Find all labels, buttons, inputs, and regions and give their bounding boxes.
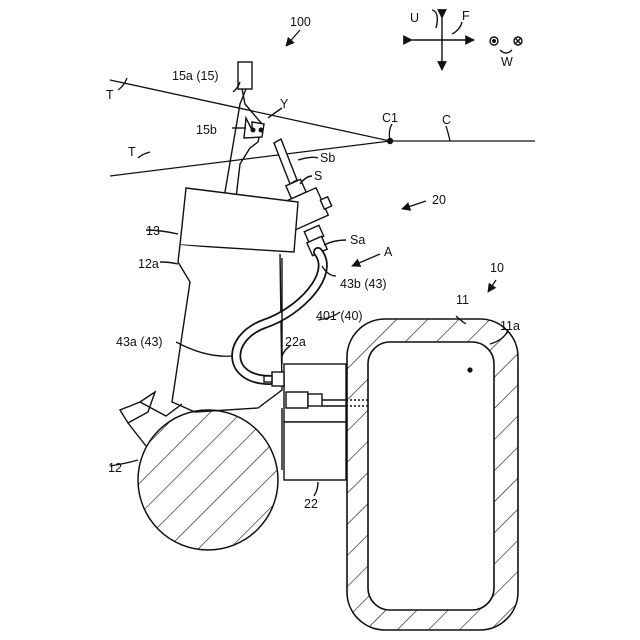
label-part-12: 12 xyxy=(108,461,122,475)
label-axis-c: C xyxy=(442,113,451,127)
part-12 xyxy=(110,410,278,550)
label-sensor-sb: Sb xyxy=(320,151,335,165)
label-fitting-22a: 22a xyxy=(285,335,306,349)
u-leader xyxy=(432,10,437,28)
fig-ref-pointer xyxy=(286,30,300,46)
label-pedal-shaft: 15a (15) xyxy=(172,69,219,83)
label-sensor-sa: Sa xyxy=(350,233,365,247)
part-13 xyxy=(180,188,298,252)
label-unit-20: 20 xyxy=(432,193,446,207)
label-part-11a: 11a xyxy=(500,319,520,333)
label-hose-401: 401 (40) xyxy=(316,309,363,323)
label-pedal-head: 15b xyxy=(196,123,217,137)
line-t-lower xyxy=(110,141,390,176)
label-part-22: 22 xyxy=(304,497,318,511)
block-22-bottom xyxy=(284,422,346,480)
label-hose-43a: 43a (43) xyxy=(116,335,163,349)
point-11a xyxy=(467,367,472,372)
f-leader xyxy=(452,22,462,34)
label-part-13: 13 xyxy=(146,224,160,238)
sensor-probe xyxy=(274,139,297,184)
label-fig-ref: 100 xyxy=(290,15,311,29)
label-line-t-upper: T xyxy=(106,88,114,102)
label-part-11: 11 xyxy=(456,293,469,307)
pedal-tip xyxy=(238,62,252,89)
label-dir-width: W xyxy=(501,55,513,69)
unit-20-pointer xyxy=(402,201,426,209)
label-sensor-s: S xyxy=(314,169,322,183)
label-unit-10: 10 xyxy=(490,261,504,275)
w-leader xyxy=(500,50,512,53)
label-dir-front: F xyxy=(462,9,470,23)
arrow-a xyxy=(352,254,380,266)
label-arrow-a: A xyxy=(384,245,393,259)
label-part-12a: 12a xyxy=(138,257,159,271)
fitting-22a xyxy=(272,372,284,386)
label-line-t-lower: T xyxy=(128,145,136,159)
label-hose-43b: 43b (43) xyxy=(340,277,387,291)
label-point-y: Y xyxy=(280,97,289,111)
label-point-c1: C1 xyxy=(382,111,398,125)
label-dir-up: U xyxy=(410,11,419,25)
housing-11 xyxy=(347,280,518,630)
